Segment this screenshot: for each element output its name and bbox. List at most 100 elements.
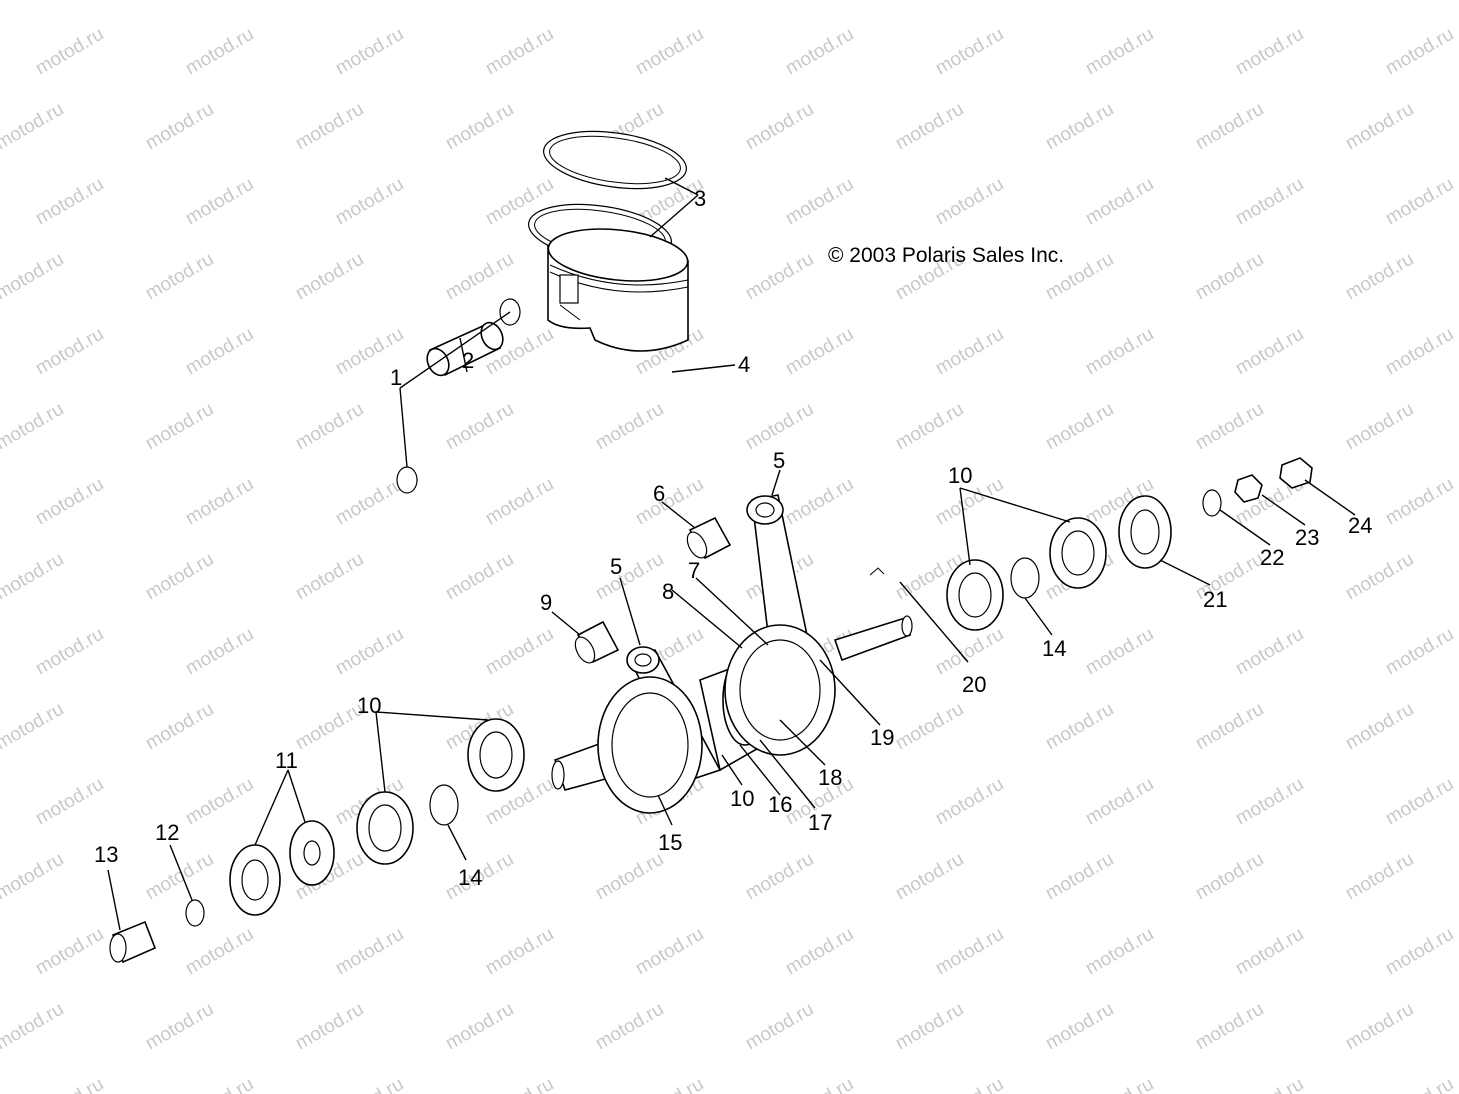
watermark-text: motod.ru — [892, 699, 967, 755]
watermark-text: motod.ru — [782, 174, 857, 230]
watermark-text: motod.ru — [1192, 0, 1267, 4]
callout-11: 11 — [275, 748, 298, 773]
callout-8: 8 — [662, 579, 674, 604]
watermark-text: motod.ru — [1342, 849, 1417, 905]
watermark-text: motod.ru — [1192, 999, 1267, 1055]
watermark-text: motod.ru — [1232, 1074, 1307, 1094]
watermark-text: motod.ru — [142, 249, 217, 305]
watermark-text: motod.ru — [482, 924, 557, 980]
watermark-text: motod.ru — [932, 24, 1007, 80]
watermark-text: motod.ru — [1382, 174, 1457, 230]
crankshaft — [551, 567, 913, 814]
leader-lines — [107, 177, 1356, 931]
watermark-text: motod.ru — [142, 999, 217, 1055]
watermark-text: motod.ru — [1382, 24, 1457, 80]
watermark-text: motod.ru — [1382, 474, 1457, 530]
watermark-text: motod.ru — [1382, 624, 1457, 680]
watermark-text: motod.ru — [1232, 174, 1307, 230]
watermark-text: motod.ru — [182, 324, 257, 380]
watermark-text: motod.ru — [292, 0, 367, 4]
callout-19: 19 — [870, 725, 894, 750]
watermark-text: motod.ru — [632, 924, 707, 980]
watermark-text: motod.ru — [782, 924, 857, 980]
watermark-text: motod.ru — [32, 624, 107, 680]
callout-17: 17 — [808, 810, 832, 835]
watermark-text: motod.ru — [1042, 849, 1117, 905]
callout-22: 22 — [1260, 545, 1284, 570]
watermark-text: motod.ru — [932, 174, 1007, 230]
callout-2: 2 — [462, 348, 474, 373]
watermark-text: motod.ru — [1042, 999, 1117, 1055]
callout-1: 1 — [390, 365, 402, 390]
watermark-text: motod.ru — [1232, 924, 1307, 980]
watermark-text: motod.ru — [1192, 699, 1267, 755]
watermark-text: motod.ru — [1082, 774, 1157, 830]
watermark-text: motod.ru — [592, 399, 667, 455]
watermark-text: motod.ru — [142, 849, 217, 905]
watermark-text: motod.ru — [142, 399, 217, 455]
watermark-text: motod.ru — [1232, 774, 1307, 830]
watermark-text: motod.ru — [1382, 1074, 1457, 1094]
piston — [547, 228, 689, 352]
wrist-pin-assembly — [396, 298, 521, 494]
watermark-text: motod.ru — [32, 474, 107, 530]
needle-bearings — [574, 516, 732, 664]
callout-4: 4 — [738, 352, 750, 377]
watermark-text: motod.ru — [892, 399, 967, 455]
watermark-text: motod.ru — [482, 1074, 557, 1094]
watermark-text: motod.ru — [0, 399, 67, 455]
callout-9: 9 — [540, 590, 552, 615]
watermark-text: motod.ru — [1232, 24, 1307, 80]
watermark-text: motod.ru — [1342, 999, 1417, 1055]
watermark-text: motod.ru — [182, 624, 257, 680]
watermark-text: motod.ru — [0, 849, 67, 905]
watermark-text: motod.ru — [32, 924, 107, 980]
watermark-text: motod.ru — [0, 999, 67, 1055]
watermark-text: motod.ru — [1082, 924, 1157, 980]
watermark-text: motod.ru — [592, 849, 667, 905]
watermark-text: motod.ru — [332, 174, 407, 230]
watermark-text: motod.ru — [0, 249, 67, 305]
watermark-text: motod.ru — [292, 249, 367, 305]
watermark-text: motod.ru — [1342, 0, 1417, 4]
watermark-text: motod.ru — [632, 474, 707, 530]
watermark-text: motod.ru — [482, 474, 557, 530]
watermark-text: motod.ru — [292, 549, 367, 605]
watermark-text: motod.ru — [1342, 549, 1417, 605]
watermark-text: motod.ru — [932, 324, 1007, 380]
watermark-text: motod.ru — [1082, 624, 1157, 680]
watermark-text: motod.ru — [32, 1074, 107, 1094]
watermark-text: motod.ru — [182, 1074, 257, 1094]
watermark-text: motod.ru — [932, 924, 1007, 980]
watermark-text: motod.ru — [742, 999, 817, 1055]
watermark-text: motod.ru — [1042, 0, 1117, 4]
watermark-text: motod.ru — [182, 24, 257, 80]
watermark-text: motod.ru — [1082, 24, 1157, 80]
callout-10-right: 10 — [948, 463, 972, 488]
watermark-text: motod.ru — [1232, 324, 1307, 380]
watermark-text: motod.ru — [142, 699, 217, 755]
watermark-text: motod.ru — [482, 624, 557, 680]
watermark-text: motod.ru — [0, 99, 67, 155]
callout-21: 21 — [1203, 587, 1227, 612]
watermark-text: motod.ru — [0, 0, 67, 4]
watermark-text: motod.ru — [442, 549, 517, 605]
watermark-text: motod.ru — [932, 1074, 1007, 1094]
left-side-parts — [109, 718, 525, 964]
watermark-text: motod.ru — [442, 99, 517, 155]
watermark-text: motod.ru — [1382, 774, 1457, 830]
watermark-text: motod.ru — [332, 924, 407, 980]
watermark-text: motod.ru — [782, 24, 857, 80]
watermark-text: motod.ru — [1342, 99, 1417, 155]
callout-15: 15 — [658, 830, 682, 855]
watermark-text: motod.ru — [1192, 99, 1267, 155]
watermark-text: motod.ru — [142, 0, 217, 4]
callout-23: 23 — [1295, 525, 1319, 550]
watermark-text: motod.ru — [742, 99, 817, 155]
watermark-text: motod.ru — [442, 999, 517, 1055]
watermark-text: motod.ru — [0, 549, 67, 605]
watermark-text: motod.ru — [292, 999, 367, 1055]
callout-20: 20 — [962, 672, 986, 697]
watermark-text: motod.ru — [332, 474, 407, 530]
